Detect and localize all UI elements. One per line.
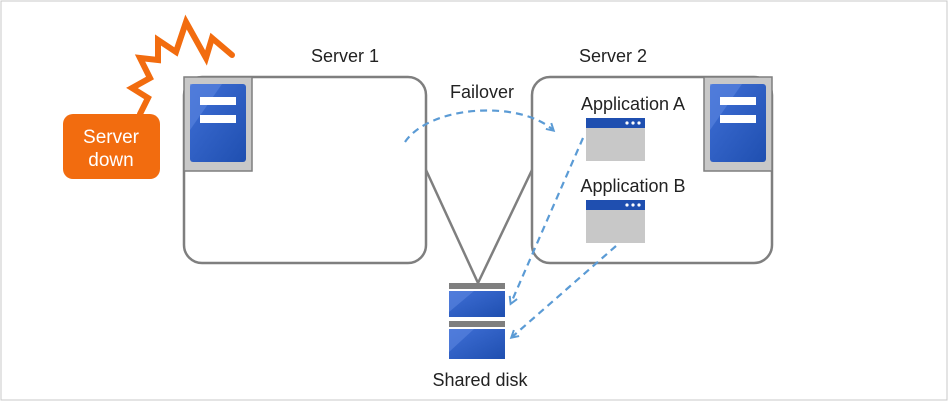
shared-disk-icon [449, 283, 505, 359]
server-icon [183, 76, 253, 172]
server1-title: Server 1 [311, 46, 379, 66]
lightning-bolt-icon [126, 14, 235, 117]
server-down-label-line2: down [88, 150, 133, 171]
shared-disk-label: Shared disk [432, 370, 528, 390]
server1-disk-connection [424, 169, 480, 284]
failover-arrow [404, 109, 553, 143]
server-down-badge [63, 114, 160, 179]
server2-disk-connection [476, 169, 534, 284]
server-down-label-line1: Server [83, 127, 140, 148]
server-icon [703, 76, 773, 172]
application-b-label: Application B [580, 176, 685, 196]
app-a-disk-arrow [511, 137, 585, 303]
application-window-icon [586, 118, 645, 161]
failover-label: Failover [450, 82, 514, 102]
application-a-label: Application A [581, 94, 685, 114]
application-window-icon [586, 200, 645, 243]
server2-title: Server 2 [579, 46, 647, 66]
